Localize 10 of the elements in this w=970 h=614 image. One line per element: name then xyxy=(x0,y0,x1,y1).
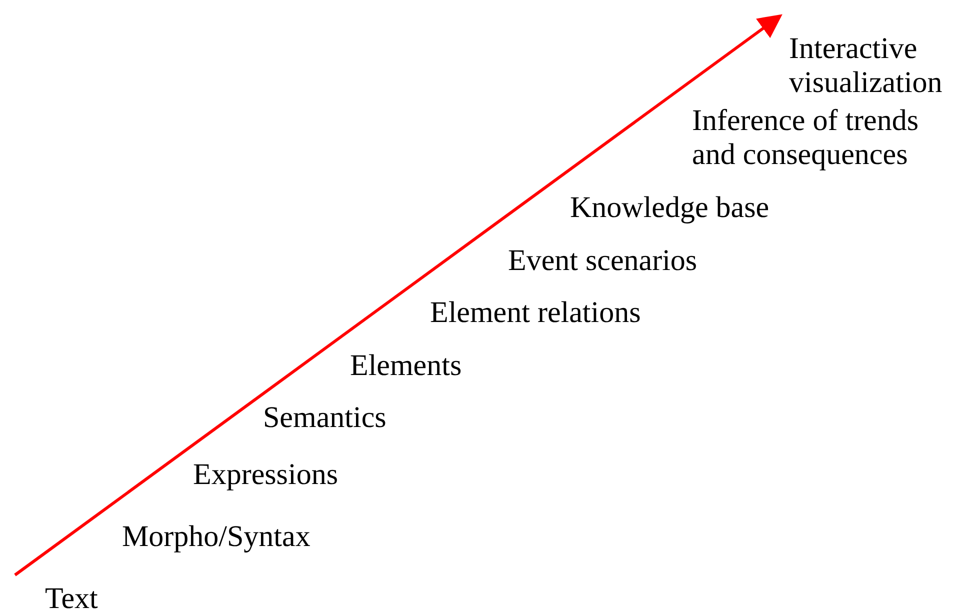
stage-label: Interactive visualization xyxy=(789,32,944,100)
stage-label: Event scenarios xyxy=(508,244,698,278)
stage-label: Element relations xyxy=(430,296,641,330)
stage-label: Elements xyxy=(350,349,462,383)
stage-label: Semantics xyxy=(263,401,386,435)
stage-label: Expressions xyxy=(193,458,338,492)
stage-label: Knowledge base xyxy=(570,191,770,225)
stage-label: Inference of trends and consequences xyxy=(692,104,920,172)
stage-label: Text xyxy=(45,582,98,614)
stage-label: Morpho/Syntax xyxy=(122,520,310,554)
